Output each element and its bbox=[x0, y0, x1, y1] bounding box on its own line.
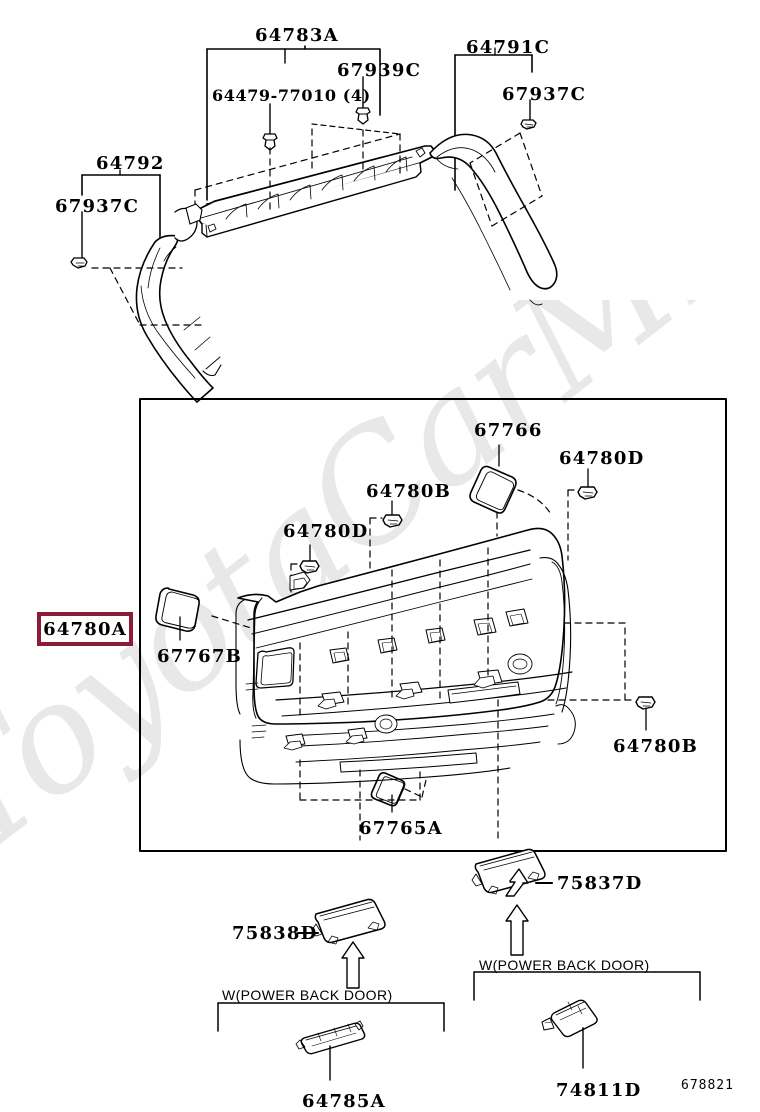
part-label-64783a: 64783A bbox=[255, 25, 339, 46]
part-label-64791c: 64791C bbox=[466, 37, 551, 58]
part-label-67939c: 67939C bbox=[337, 60, 422, 81]
part-label-74811d: 74811D bbox=[556, 1080, 642, 1101]
note-power-back-door-left: W(POWER BACK DOOR) bbox=[222, 987, 393, 1003]
note-power-back-door-right: W(POWER BACK DOOR) bbox=[479, 957, 650, 973]
diagram-code: 678821 bbox=[681, 1078, 734, 1093]
part-label-67766: 67766 bbox=[474, 420, 543, 441]
part-label-67765a: 67765A bbox=[359, 818, 443, 839]
part-label-64780d-left: 64780D bbox=[283, 521, 369, 542]
part-label-67937c-right: 67937C bbox=[502, 84, 587, 105]
part-label-64780b-top: 64780B bbox=[366, 481, 452, 502]
part-label-64780d-right: 64780D bbox=[559, 448, 645, 469]
highlighted-part-label-text: 64780A bbox=[43, 618, 127, 640]
part-label-64780b-right: 64780B bbox=[613, 736, 699, 757]
highlighted-part-label-64780a[interactable]: 64780A bbox=[37, 612, 133, 646]
part-label-75837d: 75837D bbox=[557, 873, 643, 894]
part-label-67767b: 67767B bbox=[157, 646, 243, 667]
part-label-64785a: 64785A bbox=[302, 1091, 386, 1112]
part-label-64479-77010: 64479-77010 (4) bbox=[212, 86, 371, 105]
part-label-67937c-left: 67937C bbox=[55, 196, 140, 217]
part-label-75838d: 75838D bbox=[232, 923, 318, 944]
part-label-64792: 64792 bbox=[96, 153, 165, 174]
